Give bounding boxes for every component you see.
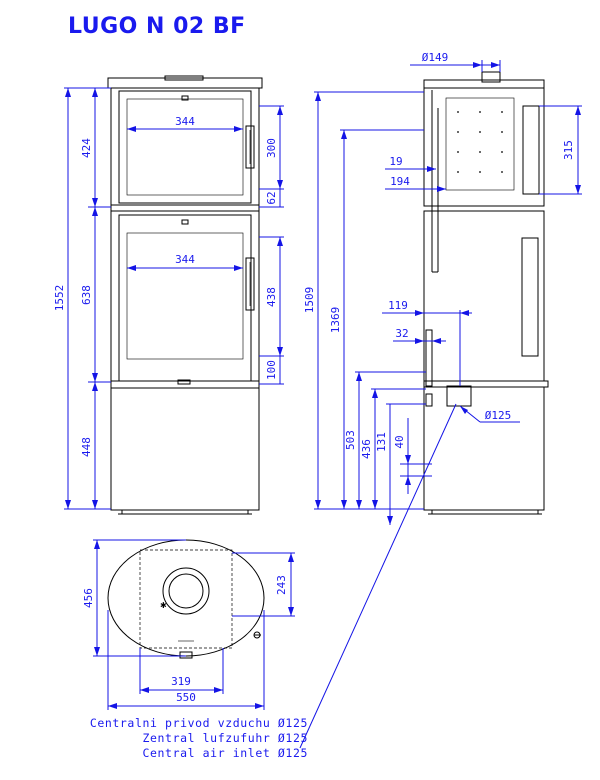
caption-czech: Centralni privod vzduchu Ø125: [90, 716, 308, 730]
dim-315: 315: [562, 140, 575, 160]
dim-flue-rear-height: 1369: [329, 307, 342, 334]
dim-window-width-mid: 344: [175, 253, 195, 266]
dim-window-width-top: 344: [175, 115, 195, 128]
dim-plan-width: 550: [176, 691, 196, 704]
front-view-dimensions: 1552 424 638 448 344 344: [53, 87, 284, 510]
dim-32: 32: [395, 327, 408, 340]
dim-436: 436: [360, 439, 373, 459]
dim-plan-inner-width: 319: [171, 675, 191, 688]
caption-english: Central air inlet Ø125: [142, 746, 308, 760]
caption: Centralni privod vzduchu Ø125 Zentral lu…: [90, 716, 308, 760]
dim-air-inlet-diameter: Ø125: [485, 409, 512, 422]
dim-base: 448: [80, 437, 93, 457]
dim-plan-depth: 456: [82, 588, 95, 608]
dim-gap-top: 62: [265, 191, 278, 204]
dim-handle-mid: 438: [265, 287, 278, 307]
caption-german: Zentral lufzufuhr Ø125: [142, 731, 308, 745]
dim-40: 40: [393, 435, 406, 448]
dim-mid-section: 638: [80, 285, 93, 305]
dim-top-section: 424: [80, 138, 93, 158]
dim-flue-diameter: Ø149: [422, 51, 449, 64]
dim-flue-top-height: 1509: [303, 287, 316, 314]
side-view: [423, 71, 549, 515]
dim-19: 19: [389, 155, 402, 168]
plan-view-dimensions: 456 243 319 550: [82, 539, 295, 710]
dim-handle-top: 300: [265, 138, 278, 158]
convection-holes: [457, 111, 503, 173]
dim-air-inlet-height: 503: [344, 430, 357, 450]
dim-194: 194: [390, 175, 410, 188]
dim-total-height: 1552: [53, 285, 66, 312]
svg-text:✱: ✱: [160, 601, 167, 610]
side-view-dimensions: Ø149 1509 1369 503 436 131: [299, 51, 582, 749]
drawing-title: LUGO N 02 BF: [68, 14, 246, 39]
dim-gap-mid: 100: [265, 360, 278, 380]
dim-131: 131: [375, 432, 388, 452]
front-view: [107, 75, 263, 515]
dim-119: 119: [388, 299, 408, 312]
plan-view: ✱: [107, 539, 265, 659]
dim-plan-243: 243: [275, 575, 288, 595]
